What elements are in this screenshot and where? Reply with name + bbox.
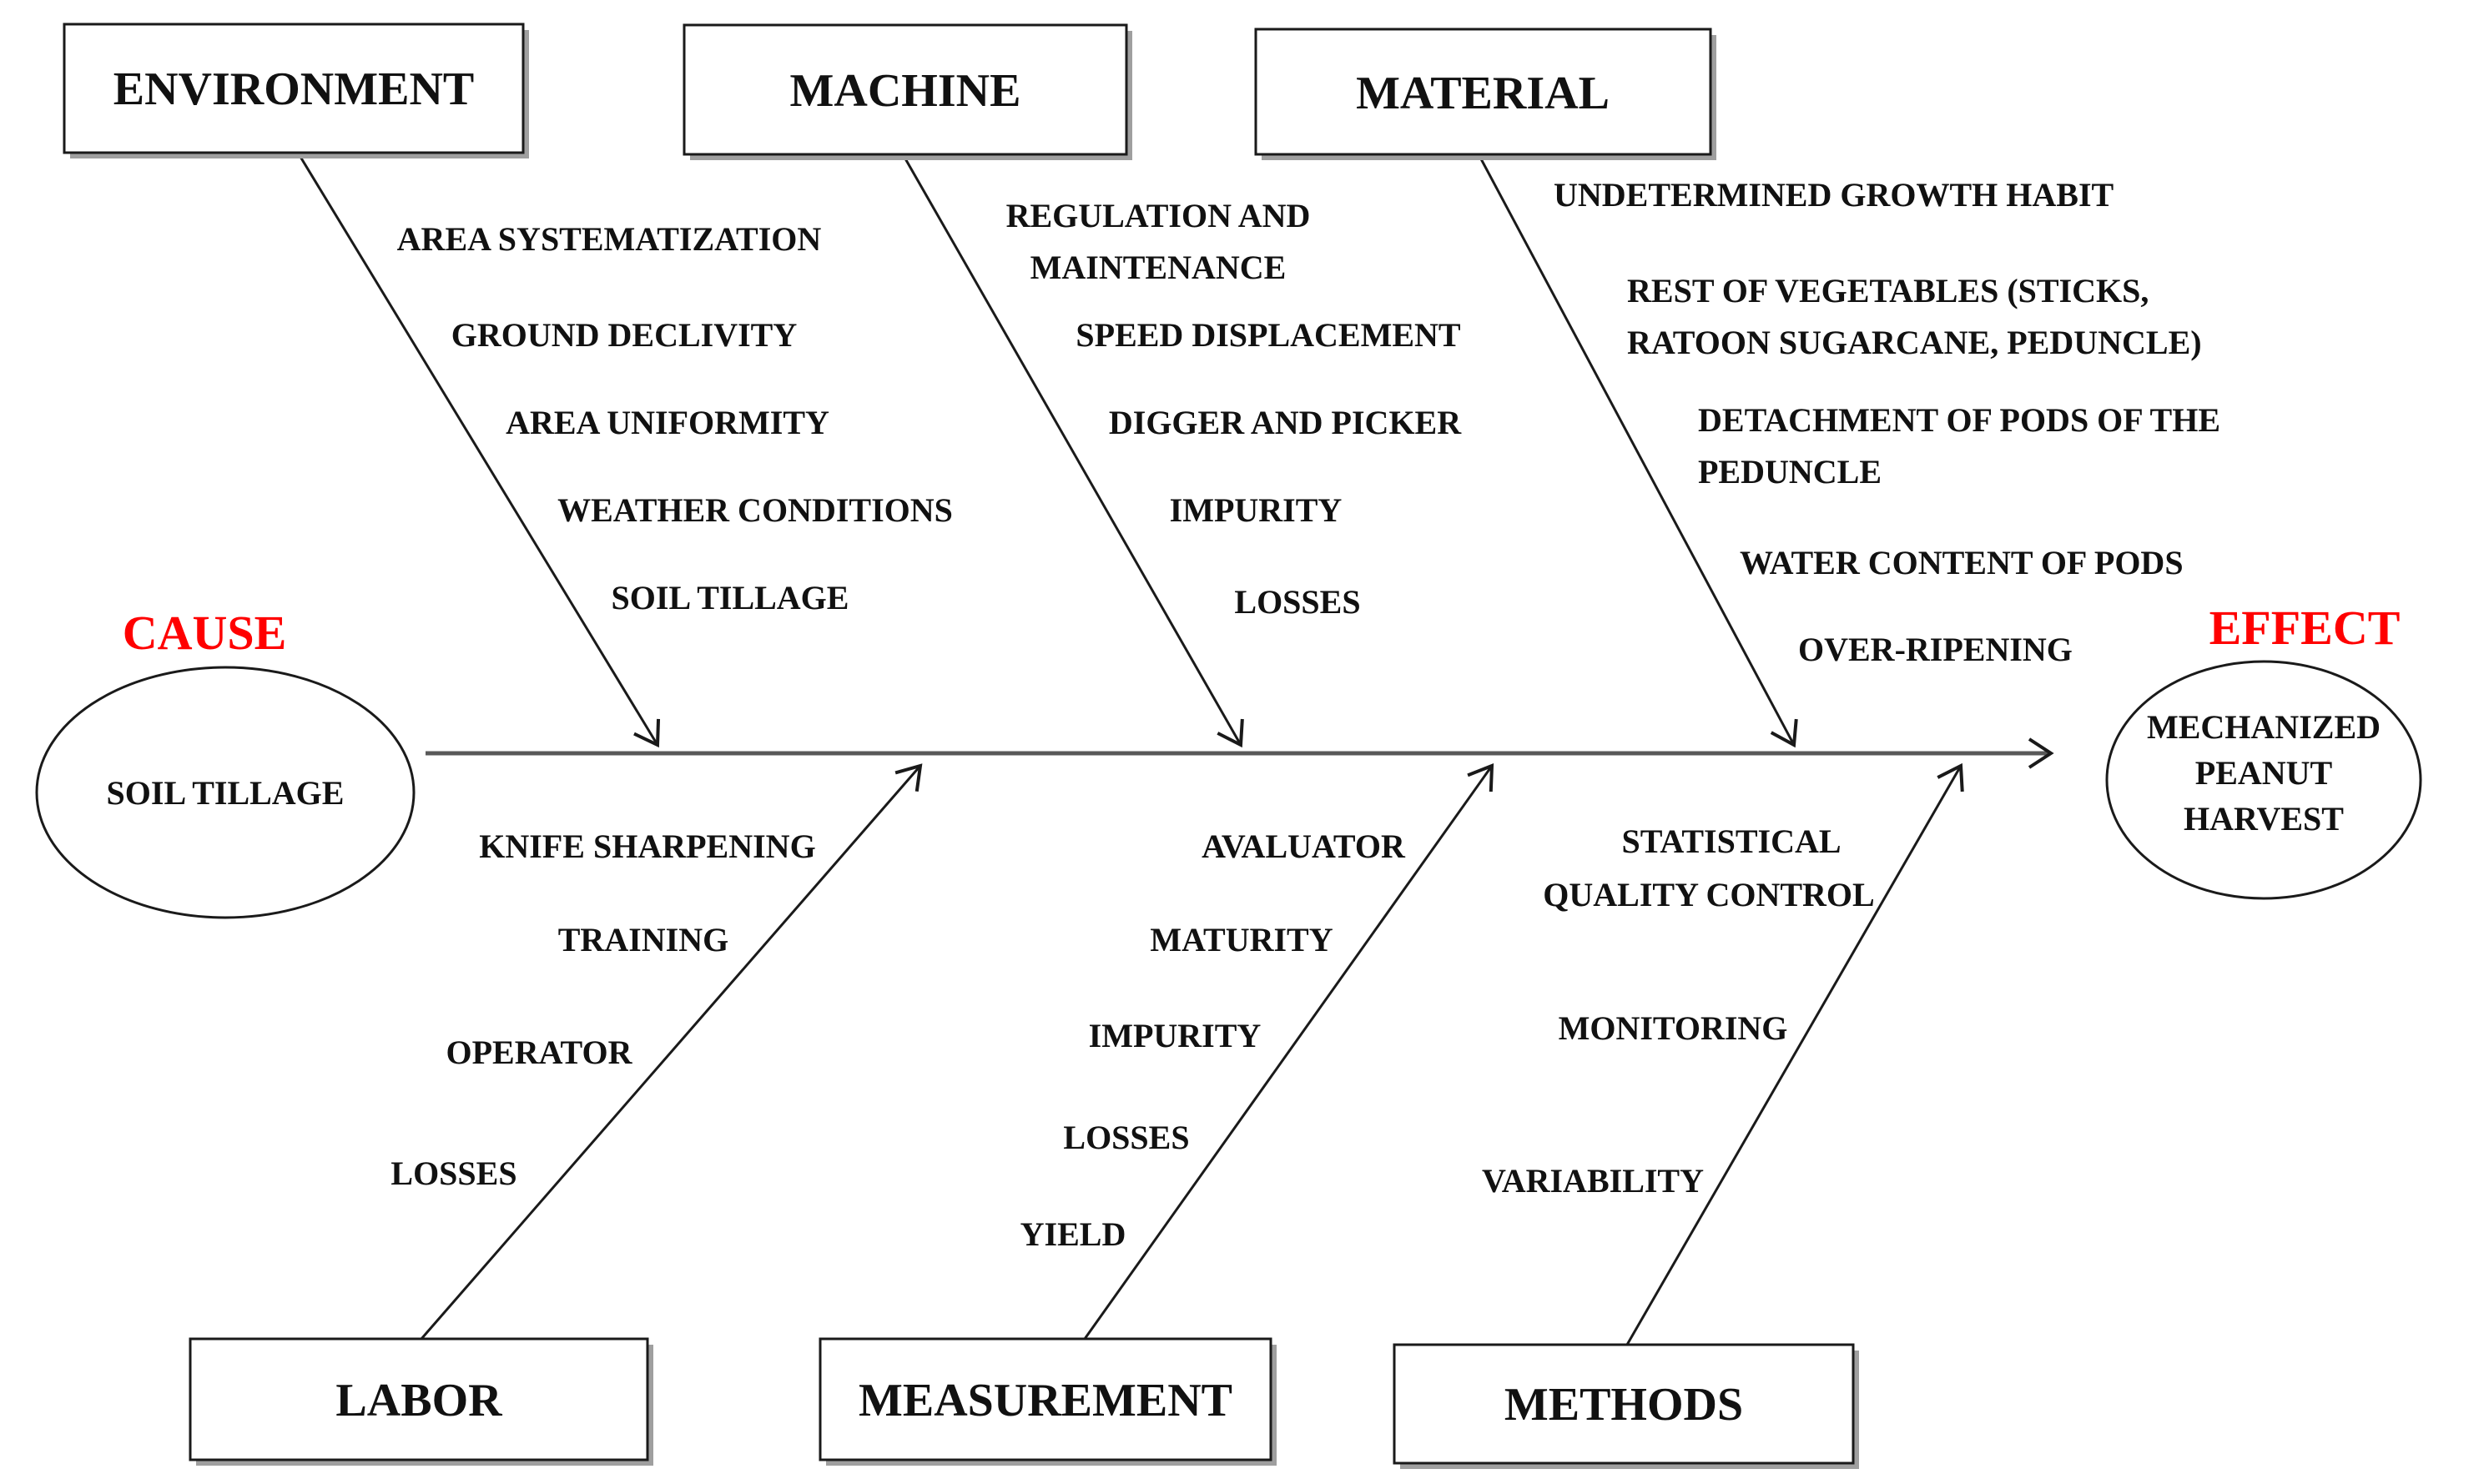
cause-item: AREA UNIFORMITY <box>506 404 829 441</box>
branch-line-measurement <box>1083 763 1494 1340</box>
category-label-environment: ENVIRONMENT <box>113 63 474 115</box>
effect-node-label-line2: PEANUT <box>2195 754 2333 792</box>
cause-item: YIELD <box>1020 1215 1126 1253</box>
cause-item: KNIFE SHARPENING <box>479 828 815 865</box>
cause-item: MATURITY <box>1150 921 1333 958</box>
cause-item: AREA SYSTEMATIZATION <box>397 220 822 258</box>
effect-node-label-line3: HARVEST <box>2184 800 2344 838</box>
branch-line-machine <box>901 153 1244 748</box>
branch-line-labor <box>420 763 923 1340</box>
effect-node-ellipse <box>2105 660 2422 900</box>
cause-item: OVER-RIPENING <box>1798 631 2073 668</box>
cause-item: IMPURITY <box>1089 1017 1262 1054</box>
cause-item: LOSSES <box>390 1155 516 1192</box>
cause-item: WEATHER CONDITIONS <box>557 491 953 529</box>
category-box-methods <box>1393 1343 1855 1465</box>
branch-line-material <box>1477 153 1798 748</box>
cause-item: LOSSES <box>1063 1119 1189 1156</box>
cause-item: MONITORING <box>1559 1009 1788 1047</box>
cause-item: REST OF VEGETABLES (STICKS, <box>1627 272 2149 309</box>
cause-item: WATER CONTENT OF PODS <box>1740 544 2184 581</box>
cause-item: OPERATOR <box>446 1034 633 1071</box>
cause-item: MAINTENANCE <box>1030 249 1287 286</box>
category-label-methods: METHODS <box>1504 1379 1743 1431</box>
branch-line-methods <box>1625 762 1964 1346</box>
cause-item: UNDETERMINED GROWTH HABIT <box>1554 176 2114 214</box>
cause-keyword: CAUSE <box>123 606 287 660</box>
cause-item: SPEED DISPLACEMENT <box>1076 316 1461 354</box>
cause-item: STATISTICAL <box>1621 822 1841 860</box>
category-box-machine <box>683 23 1128 156</box>
category-label-labor: LABOR <box>335 1375 502 1426</box>
cause-item: AVALUATOR <box>1202 828 1406 865</box>
cause-node-label: SOIL TILLAGE <box>107 774 345 812</box>
cause-item: DIGGER AND PICKER <box>1109 404 1462 441</box>
cause-item: LOSSES <box>1234 583 1360 621</box>
cause-item: DETACHMENT OF PODS OF THE <box>1698 401 2220 439</box>
branch-line-environment <box>296 152 661 748</box>
cause-item: RATOON SUGARCANE, PEDUNCLE) <box>1627 324 2202 361</box>
cause-item: REGULATION AND <box>1006 197 1311 234</box>
cause-item: GROUND DECLIVITY <box>451 316 798 354</box>
cause-node-ellipse <box>35 666 416 919</box>
cause-item: PEDUNCLE <box>1698 453 1882 490</box>
cause-item: IMPURITY <box>1170 491 1343 529</box>
cause-item: QUALITY CONTROL <box>1543 876 1874 913</box>
category-box-environment <box>63 23 525 154</box>
cause-item: SOIL TILLAGE <box>612 579 849 616</box>
category-label-material: MATERIAL <box>1356 68 1610 119</box>
category-box-measurement <box>819 1337 1272 1461</box>
category-label-machine: MACHINE <box>790 65 1021 117</box>
effect-keyword: EFFECT <box>2209 601 2401 655</box>
category-label-measurement: MEASUREMENT <box>859 1375 1232 1426</box>
cause-item: TRAINING <box>558 921 728 958</box>
cause-item: VARIABILITY <box>1482 1162 1704 1200</box>
effect-node-label-line1: MECHANIZED <box>2147 708 2381 746</box>
category-box-material <box>1254 28 1712 156</box>
category-box-labor <box>189 1337 649 1461</box>
